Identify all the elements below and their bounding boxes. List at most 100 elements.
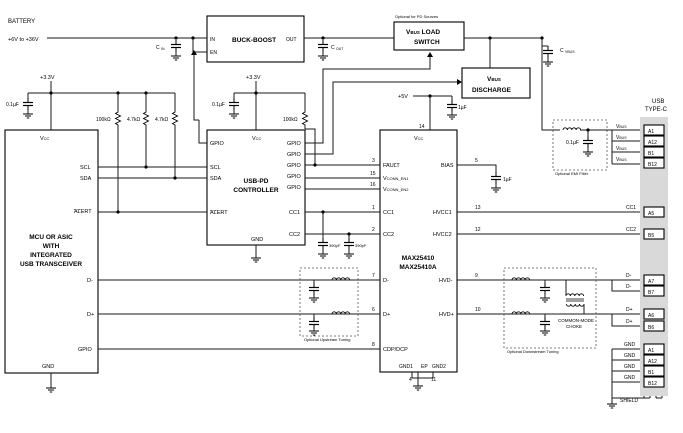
battery-label: BATTERY [8,19,35,25]
svg-text:GND1: GND1 [399,364,413,370]
cout-capacitor [317,39,329,53]
svg-text:D+: D+ [626,319,633,325]
svg-text:CONTROLLER: CONTROLLER [233,187,278,194]
svg-text:100kΩ: 100kΩ [283,117,298,123]
svg-text:CC1: CC1 [383,210,394,216]
svg-text:100kΩ: 100kΩ [96,117,111,123]
max25410-ic [379,129,458,373]
svg-text:CC1: CC1 [626,205,636,211]
svg-text:Optional Upstream Tuning: Optional Upstream Tuning [304,337,350,342]
svg-text:GPIO: GPIO [287,163,301,169]
svg-text:HVCC2: HVCC2 [433,232,452,238]
svg-text:A1: A1 [648,348,654,354]
svg-text:8: 8 [372,342,375,348]
svg-text:ALERT: ALERT [210,210,228,216]
svg-text:CHOKE: CHOKE [566,324,582,329]
svg-text:2: 2 [372,227,375,233]
svg-text:SCL: SCL [80,165,91,171]
svg-text:SDA: SDA [210,176,222,182]
svg-text:OUT: OUT [336,47,344,51]
svg-text:B6: B6 [648,325,654,331]
svg-text:7: 7 [372,273,375,279]
cin-capacitor [170,39,182,53]
svg-text:SWITCH: SWITCH [414,39,440,46]
svg-text:A1: A1 [648,129,654,135]
svg-text:16: 16 [370,182,376,188]
svg-text:HVCC1: HVCC1 [433,210,452,216]
svg-text:D-: D- [87,278,93,284]
svg-text:4.7kΩ: 4.7kΩ [127,117,140,123]
svg-text:VCC: VCC [252,136,262,142]
svg-text:GND2: GND2 [432,364,446,370]
svg-text:IN: IN [161,47,165,51]
buck-boost-title: BUCK-BOOST [232,37,276,44]
svg-text:ALERT: ALERT [74,209,92,215]
svg-text:SDA: SDA [80,176,92,182]
svg-text:TYPE-C: TYPE-C [645,107,668,113]
svg-text:GPIO: GPIO [210,141,224,147]
load-switch-note: Optional for PD Sources [395,14,438,19]
svg-text:VBUS: VBUS [616,124,627,130]
svg-text:FAULT: FAULT [383,163,400,169]
svg-text:BIAS: BIAS [441,163,454,169]
svg-text:GPIO: GPIO [287,185,301,191]
svg-text:3: 3 [372,158,375,164]
svg-text:6: 6 [372,307,375,313]
svg-text:VBUS: VBUS [616,146,627,152]
svg-text:VBUS LOAD: VBUS LOAD [406,29,440,36]
svg-text:GND: GND [624,353,636,359]
svg-text:B1: B1 [648,151,654,157]
svg-text:VCONN_EN2: VCONN_EN2 [383,187,409,193]
svg-text:A7: A7 [648,279,654,285]
svg-text:CDP/DCP: CDP/DCP [383,347,408,353]
svg-text:A5: A5 [648,211,654,217]
svg-text:GND: GND [624,375,636,381]
svg-text:CC2: CC2 [626,227,636,233]
svg-text:MAX25410: MAX25410 [402,255,435,262]
svg-text:B12: B12 [648,162,657,168]
svg-text:CC2: CC2 [289,232,300,238]
svg-text:1: 1 [372,205,375,211]
svg-text:A12: A12 [648,140,657,146]
svg-text:Optional EMI Filter: Optional EMI Filter [555,171,589,176]
svg-text:VCC: VCC [40,136,50,142]
svg-text:WITH: WITH [43,243,60,250]
svg-text:HVD+: HVD+ [439,312,454,318]
svg-text:IN: IN [210,37,215,43]
svg-text:Optional Downstream Tuning: Optional Downstream Tuning [507,349,559,354]
svg-text:1µF: 1µF [503,177,512,183]
svg-text:EP: EP [421,364,428,370]
svg-text:10: 10 [475,307,481,313]
svg-text:CC1: CC1 [289,210,300,216]
svg-text:GPIO: GPIO [287,174,301,180]
svg-text:D+: D+ [87,312,94,318]
svg-text:4: 4 [409,377,412,383]
svg-text:C: C [560,48,564,54]
svg-text:A12: A12 [648,359,657,365]
svg-text:390pF: 390pF [329,243,341,248]
svg-text:D-: D- [383,278,389,284]
svg-text:B5: B5 [648,233,654,239]
buck-boost-block [206,15,305,63]
svg-text:D-: D- [626,284,632,290]
emi-filter-box [552,119,608,171]
svg-text:12: 12 [475,227,481,233]
svg-text:390pF: 390pF [355,243,367,248]
svg-text:MAX25410A: MAX25410A [399,264,437,271]
svg-text:GND: GND [624,342,636,348]
svg-text:11: 11 [431,377,436,383]
svg-text:+3.3V: +3.3V [40,75,55,81]
svg-text:VBUS: VBUS [565,50,575,54]
svg-text:SCL: SCL [210,165,221,171]
svg-text:VCONN_EN1: VCONN_EN1 [383,176,409,182]
upstream-tuning-box [299,267,359,337]
svg-text:VBUS: VBUS [487,76,501,83]
mcu-block [4,129,99,374]
svg-text:HVD-: HVD- [439,278,453,284]
svg-text:D-: D- [626,273,632,279]
svg-text:CC2: CC2 [383,232,394,238]
svg-text:GND: GND [251,237,263,243]
svg-text:4.7kΩ: 4.7kΩ [155,117,168,123]
usb-pin-boxes: A1 A12 B1 B12 A5 B5 A7 B7 A6 B6 A1 A12 B… [643,124,665,388]
